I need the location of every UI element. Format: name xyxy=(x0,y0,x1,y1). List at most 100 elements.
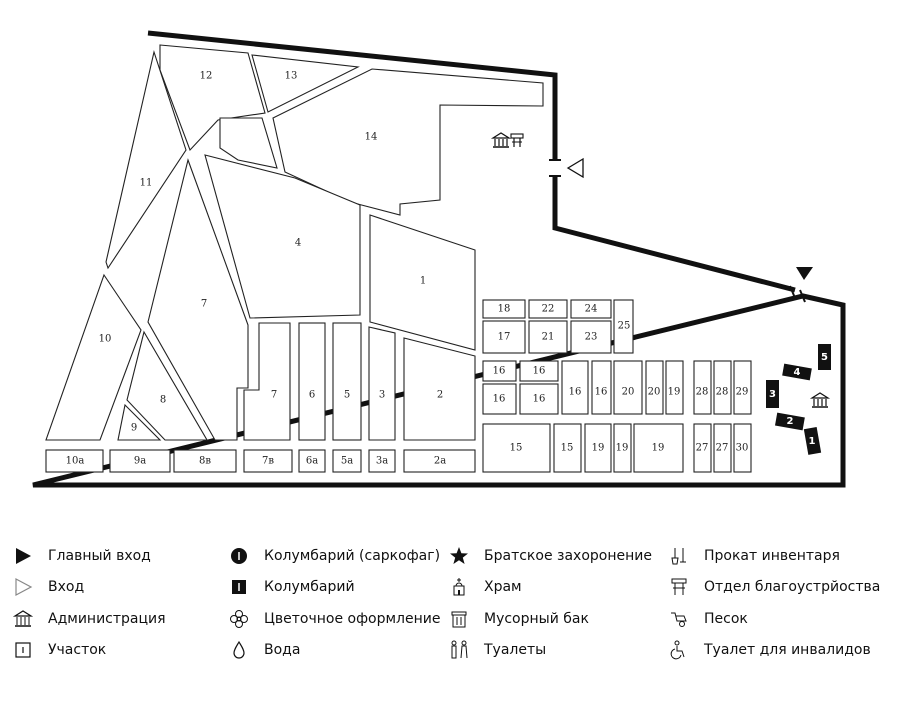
legend-column: Главный вход Вход Администрация Участок xyxy=(12,540,166,666)
plot[interactable] xyxy=(519,360,559,382)
columbarium-label: 5 xyxy=(821,352,828,363)
legend-item-trash: Мусорный бак xyxy=(448,603,652,635)
columbarium-sarcophagus-icon xyxy=(228,545,250,567)
plot[interactable] xyxy=(482,383,517,415)
legend-item-sand: Песок xyxy=(668,603,880,635)
columbarium-block xyxy=(803,426,822,455)
plot[interactable] xyxy=(482,320,526,354)
administration-icon[interactable] xyxy=(809,392,831,408)
plot[interactable] xyxy=(243,449,293,473)
legend-label: Туалеты xyxy=(484,642,547,659)
plot[interactable] xyxy=(561,360,589,415)
plot[interactable] xyxy=(368,449,396,473)
legend-column: Колумбарий (саркофаг) Колумбарий Цветочн… xyxy=(228,540,440,666)
plot-label: 8 xyxy=(160,395,166,406)
plot[interactable] xyxy=(733,423,752,473)
entrance-icon xyxy=(12,576,34,598)
gate-mark xyxy=(799,289,806,303)
plot[interactable] xyxy=(645,360,664,415)
columbarium-5[interactable]: 5 xyxy=(818,344,831,370)
plot[interactable] xyxy=(147,158,249,441)
plot[interactable] xyxy=(403,337,476,441)
plot[interactable] xyxy=(298,449,326,473)
plot[interactable] xyxy=(528,320,568,354)
legend-item-temple: Храм xyxy=(448,572,652,604)
plot[interactable] xyxy=(482,423,551,473)
legend-label: Отдел благоустрйоства xyxy=(704,579,881,596)
plot-label: 19 xyxy=(592,443,605,454)
plot[interactable] xyxy=(519,383,559,415)
wheelchair-icon xyxy=(668,639,690,661)
plot[interactable] xyxy=(251,54,360,113)
plot-label: 10 xyxy=(99,334,112,345)
plot[interactable] xyxy=(713,423,732,473)
plot[interactable] xyxy=(528,299,568,319)
plot[interactable] xyxy=(368,326,396,441)
plot[interactable] xyxy=(126,330,208,441)
plot[interactable] xyxy=(117,403,162,441)
plot[interactable] xyxy=(570,320,612,354)
plot[interactable] xyxy=(219,117,278,169)
plot[interactable] xyxy=(665,360,684,415)
plot[interactable] xyxy=(482,360,517,382)
improvement-department-icon xyxy=(668,576,690,598)
legend-label: Колумбарий (саркофаг) xyxy=(264,547,441,564)
plot[interactable] xyxy=(733,360,752,415)
flower-icon xyxy=(228,608,250,630)
plot-label: 24 xyxy=(585,304,598,315)
plot-label: 8в xyxy=(199,456,211,467)
plot[interactable] xyxy=(403,449,476,473)
plot[interactable] xyxy=(693,360,712,415)
main-entrance-icon[interactable] xyxy=(796,267,813,280)
plot[interactable] xyxy=(613,299,634,354)
administration-icon[interactable] xyxy=(490,132,512,148)
columbarium-label: 2 xyxy=(787,416,794,427)
plot[interactable] xyxy=(243,322,291,441)
plot[interactable] xyxy=(584,423,612,473)
plot-label: 7в xyxy=(262,456,274,467)
legend-item-flowers: Цветочное оформление xyxy=(228,603,440,635)
plot[interactable] xyxy=(553,423,582,473)
plot-label: 6 xyxy=(309,390,315,401)
legend-label: Песок xyxy=(704,610,748,627)
plot[interactable] xyxy=(369,214,476,351)
columbarium-2[interactable]: 2 xyxy=(774,412,805,431)
plot[interactable] xyxy=(613,423,632,473)
plot-label: 21 xyxy=(542,332,555,343)
plot-label: 25 xyxy=(618,321,631,332)
columbarium-3[interactable]: 3 xyxy=(766,380,779,408)
plot[interactable] xyxy=(105,49,187,270)
columbarium-label: 1 xyxy=(809,436,816,447)
improvement-department-icon[interactable] xyxy=(510,133,524,147)
plot[interactable] xyxy=(591,360,612,415)
plot-label: 16 xyxy=(533,394,546,405)
plot-label: 2а xyxy=(434,456,446,467)
plot[interactable] xyxy=(613,360,643,415)
plot[interactable] xyxy=(173,449,237,473)
plot[interactable] xyxy=(332,449,362,473)
plot[interactable] xyxy=(482,299,526,319)
legend: Главный вход Вход Администрация Участок … xyxy=(0,540,900,680)
plot[interactable] xyxy=(713,360,732,415)
plot[interactable] xyxy=(45,273,142,441)
legend-label: Братское захоронение xyxy=(484,547,652,564)
plot-label: 28 xyxy=(716,387,729,398)
plot[interactable] xyxy=(633,423,684,473)
plot[interactable] xyxy=(693,423,712,473)
plot-label: 27 xyxy=(696,443,709,454)
plot-label: 15 xyxy=(561,443,574,454)
plot-label: 19 xyxy=(616,443,629,454)
columbarium-4[interactable]: 4 xyxy=(782,363,812,381)
plot[interactable] xyxy=(204,154,361,319)
legend-item-administration: Администрация xyxy=(12,603,166,635)
entrance-icon[interactable] xyxy=(566,157,584,179)
columbarium-1[interactable]: 1 xyxy=(803,426,822,455)
plot[interactable] xyxy=(298,322,326,441)
plot[interactable] xyxy=(570,299,612,319)
plot[interactable] xyxy=(45,449,104,473)
main-entrance-icon xyxy=(12,545,34,567)
plot[interactable] xyxy=(332,322,362,441)
plot[interactable] xyxy=(109,449,171,473)
plot-label: 29 xyxy=(736,387,749,398)
shovel-icon xyxy=(668,545,690,567)
